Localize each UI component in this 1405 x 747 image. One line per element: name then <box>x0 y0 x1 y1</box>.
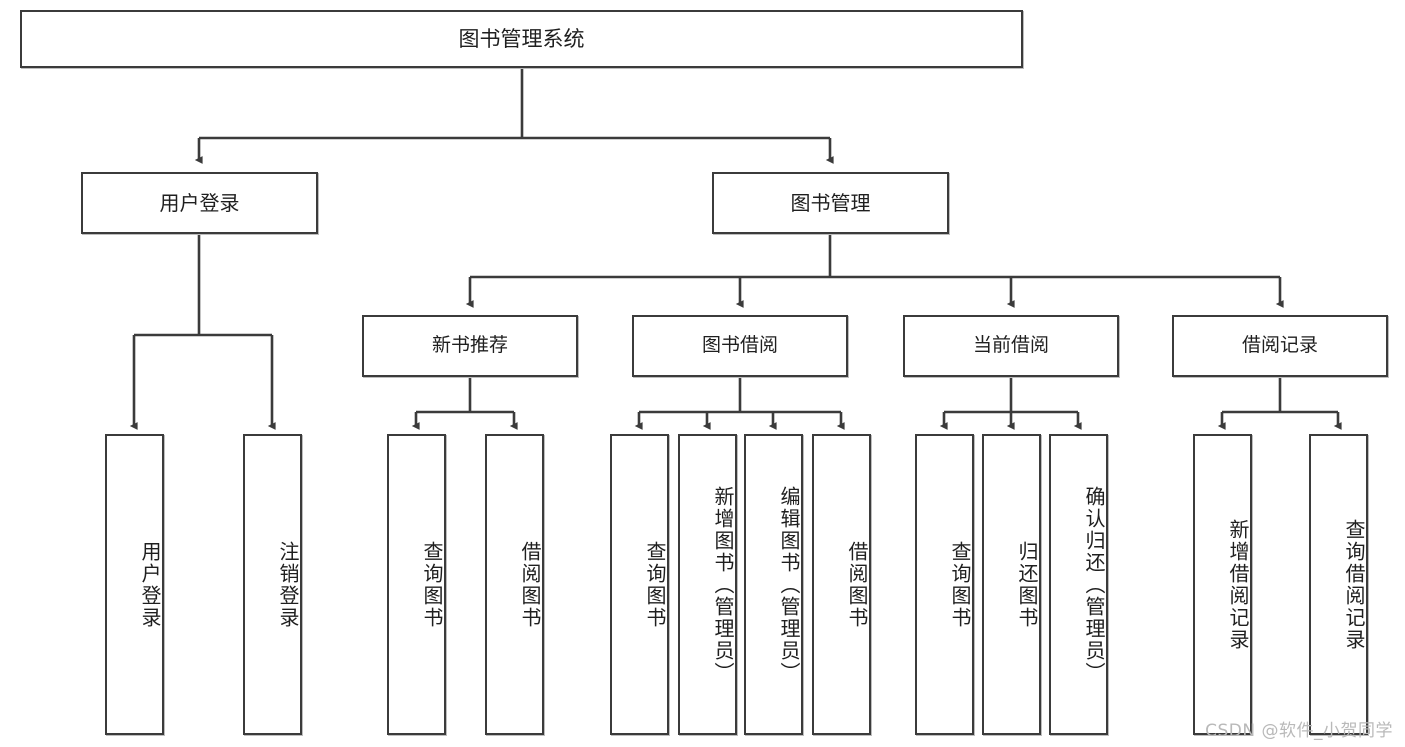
leaf-book-borrow-borrow-book[interactable]: 借阅图书 <box>812 434 871 735</box>
node-label: 借阅记录 <box>1241 334 1318 357</box>
node-book-borrow[interactable]: 图书借阅 <box>632 315 848 377</box>
node-label: 注销登录 <box>276 540 300 629</box>
node-label: 归还图书 <box>1015 540 1039 629</box>
node-root-system[interactable]: 图书管理系统 <box>20 10 1023 68</box>
node-current-borrow[interactable]: 当前借阅 <box>903 315 1119 377</box>
node-label: 编辑图书（管理员） <box>777 485 801 684</box>
leaf-new-book-borrow-book[interactable]: 借阅图书 <box>485 434 544 735</box>
node-label: 图书管理 <box>790 190 871 215</box>
node-label: 用户登录 <box>138 540 162 629</box>
node-label: 查询图书 <box>420 540 444 629</box>
leaf-user-login-logout[interactable]: 注销登录 <box>243 434 302 735</box>
leaf-current-borrow-confirm-return[interactable]: 确认归还（管理员） <box>1049 434 1108 735</box>
node-label: 查询图书 <box>643 540 667 629</box>
node-label: 当前借阅 <box>972 334 1049 357</box>
node-label: 查询借阅记录 <box>1342 518 1366 651</box>
leaf-user-login-login[interactable]: 用户登录 <box>105 434 164 735</box>
leaf-current-borrow-query-book[interactable]: 查询图书 <box>915 434 974 735</box>
leaf-book-borrow-query-book[interactable]: 查询图书 <box>610 434 669 735</box>
node-label: 查询图书 <box>948 540 972 629</box>
leaf-book-borrow-edit-book[interactable]: 编辑图书（管理员） <box>744 434 803 735</box>
node-label: 新增借阅记录 <box>1226 518 1250 651</box>
node-borrow-record[interactable]: 借阅记录 <box>1172 315 1388 377</box>
watermark-text: CSDN @软件_小贺同学 <box>1205 721 1393 741</box>
node-label: 新书推荐 <box>431 334 508 357</box>
node-label: 借阅图书 <box>845 540 869 629</box>
leaf-borrow-record-add-record[interactable]: 新增借阅记录 <box>1193 434 1252 735</box>
node-user-login[interactable]: 用户登录 <box>81 172 318 234</box>
node-new-book-recommend[interactable]: 新书推荐 <box>362 315 578 377</box>
leaf-borrow-record-query-record[interactable]: 查询借阅记录 <box>1309 434 1368 735</box>
leaf-current-borrow-return-book[interactable]: 归还图书 <box>982 434 1041 735</box>
node-label: 用户登录 <box>159 190 240 215</box>
node-label: 图书管理系统 <box>458 26 585 51</box>
leaf-new-book-query-book[interactable]: 查询图书 <box>387 434 446 735</box>
node-label: 新增图书（管理员） <box>711 485 735 684</box>
node-label: 借阅图书 <box>518 540 542 629</box>
node-label: 图书借阅 <box>701 334 778 357</box>
node-label: 确认归还（管理员） <box>1082 485 1106 684</box>
leaf-book-borrow-add-book[interactable]: 新增图书（管理员） <box>678 434 737 735</box>
node-book-management[interactable]: 图书管理 <box>712 172 949 234</box>
